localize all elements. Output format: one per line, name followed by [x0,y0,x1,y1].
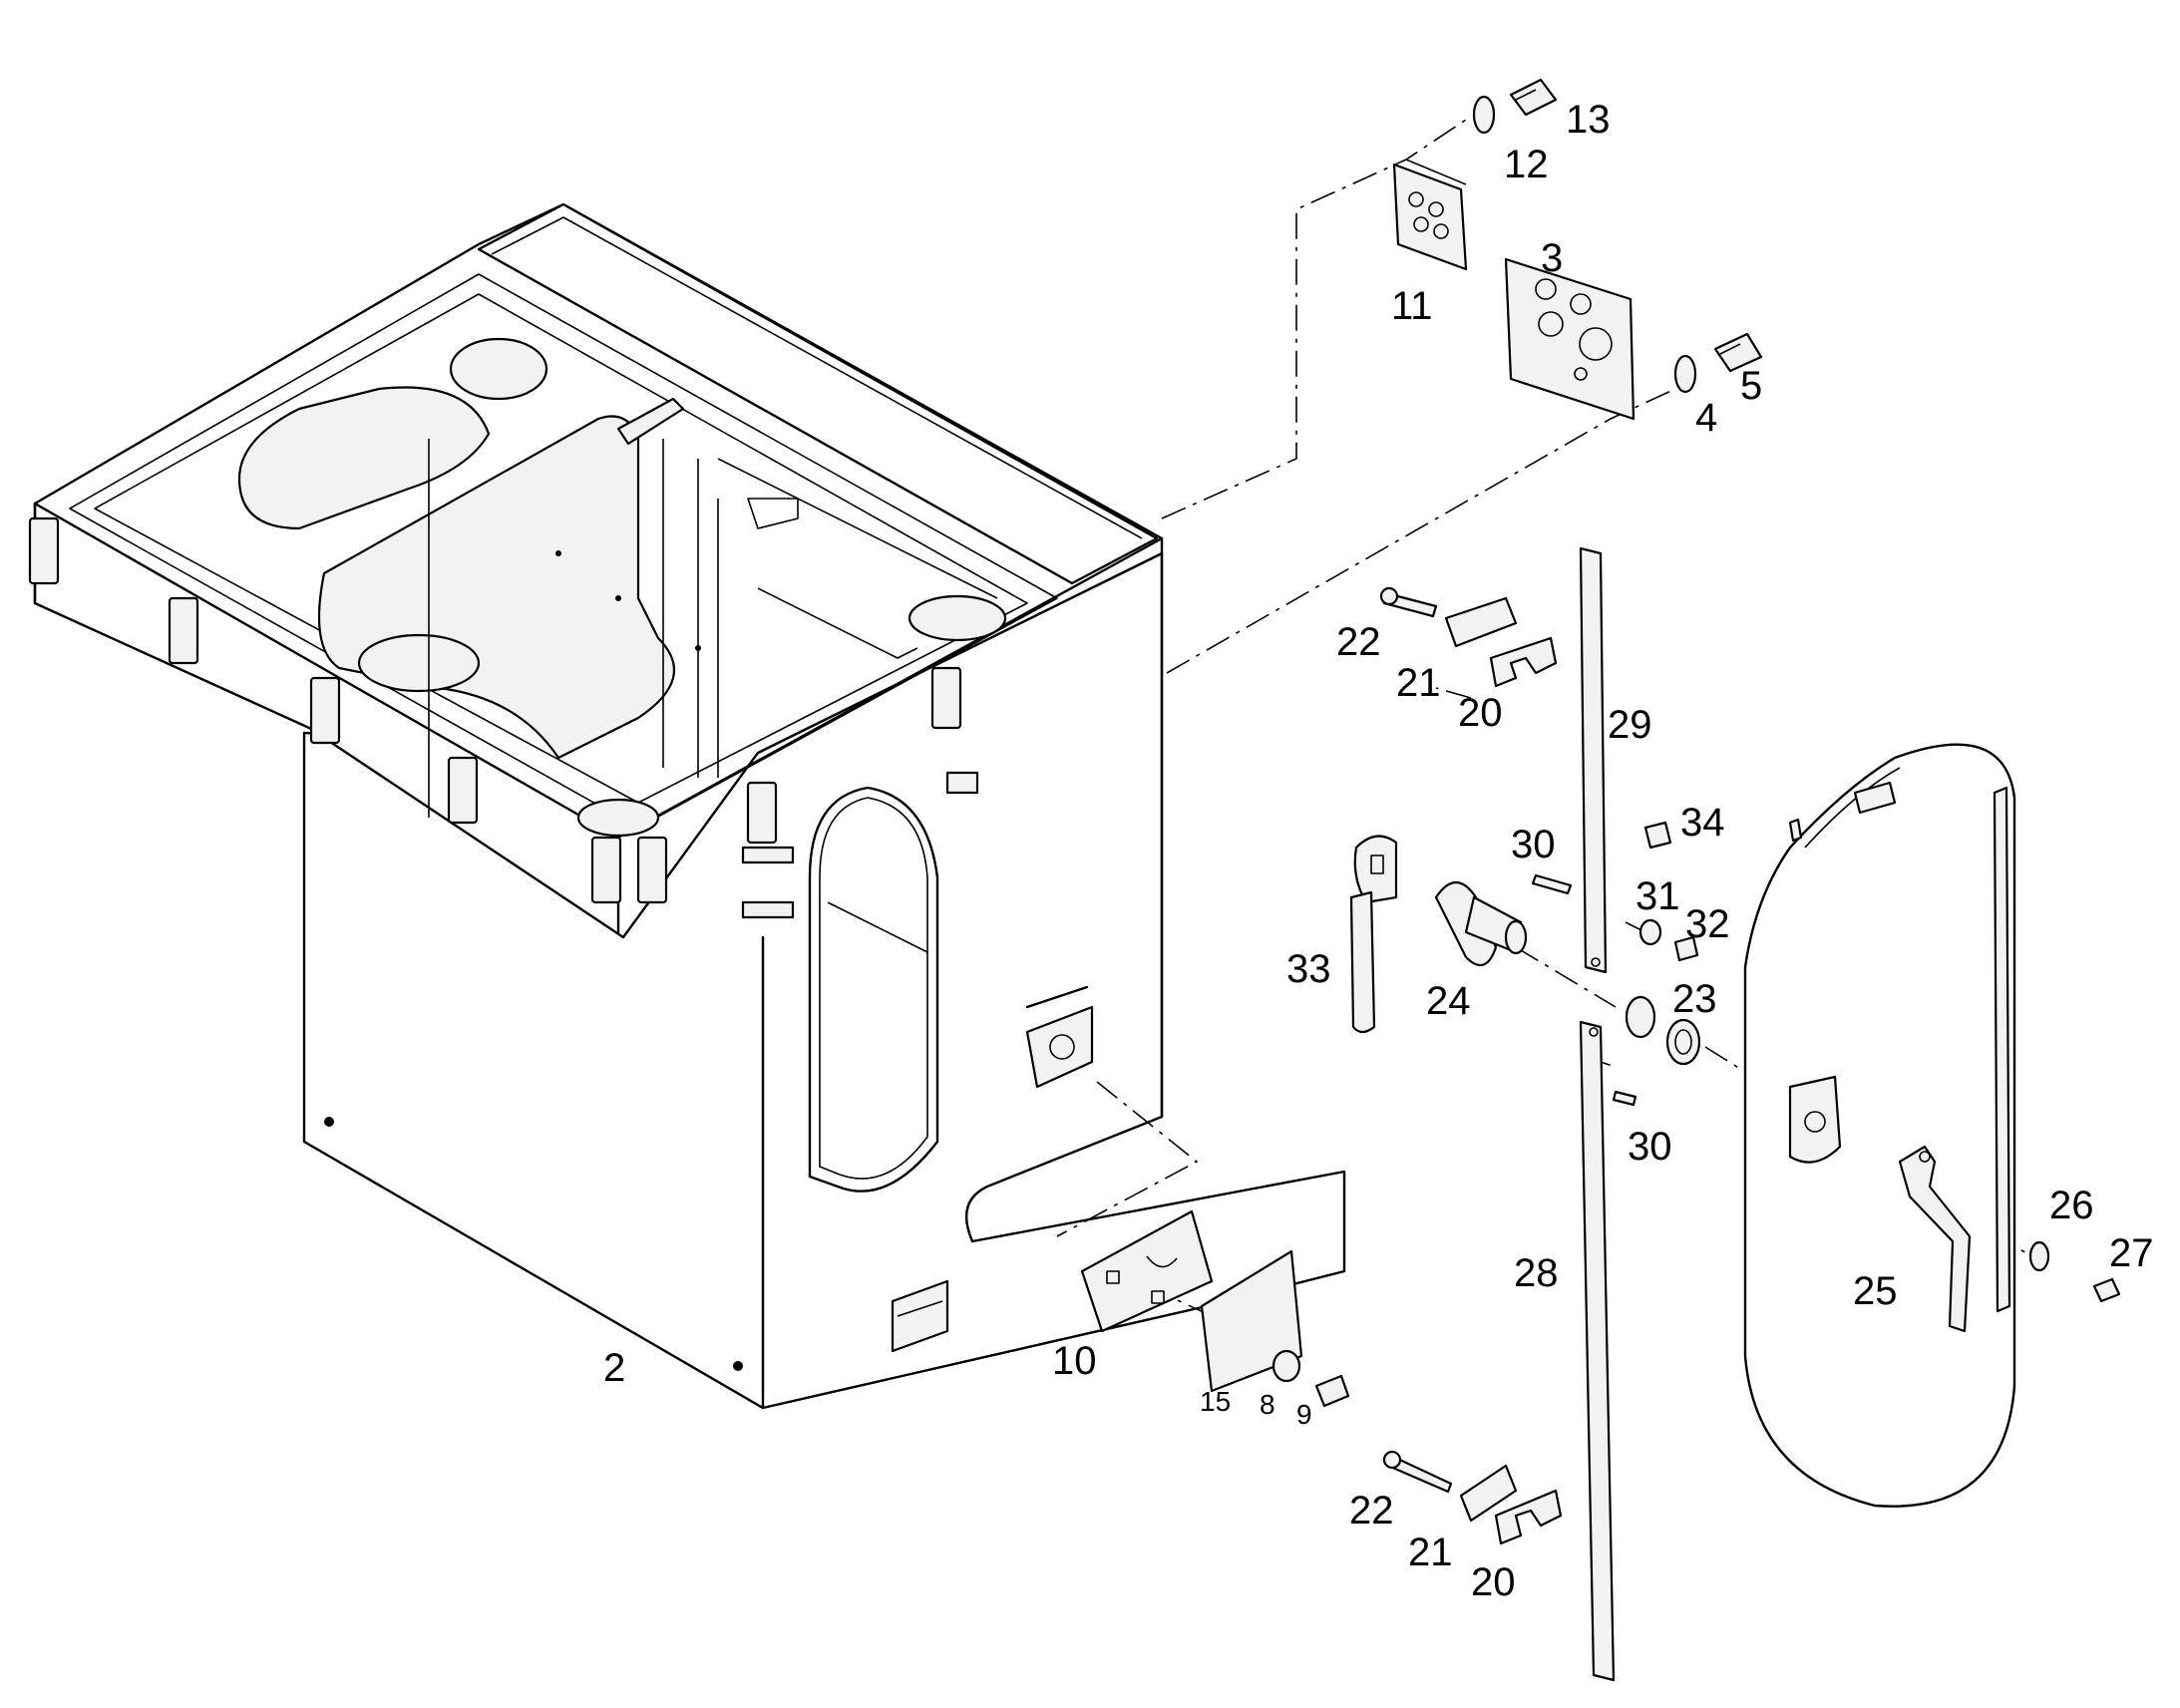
fasteners-top [1472,78,1763,394]
plate-part-11 [1392,159,1468,271]
callout-33: 33 [1286,947,1331,991]
callout-20-top: 20 [1458,691,1503,735]
plate-part-3 [1504,257,1635,421]
callout-2: 2 [603,1346,625,1390]
latch-bracket-bottom [1382,1450,1563,1545]
callout-12: 12 [1504,143,1549,186]
callout-30-top: 30 [1511,823,1556,866]
callout-26: 26 [2049,1184,2094,1227]
cover-plates-10-15 [1080,1209,1350,1408]
handle-part-33 [1349,835,1398,1034]
callout-8: 8 [1260,1389,1275,1420]
callout-10: 10 [1052,1339,1097,1383]
callout-22-top: 22 [1336,620,1381,664]
callout-30-bottom: 30 [1628,1125,1672,1169]
fasteners-31-32-34 [1638,821,1699,962]
door-panel [1743,743,2016,1508]
callout-24: 24 [1426,979,1471,1023]
pins-30 [1531,873,1637,1107]
bushing-part-23 [1625,995,1701,1066]
callout-20-bottom: 20 [1471,1560,1516,1604]
callout-32: 32 [1685,902,1730,946]
callout-11: 11 [1391,284,1433,328]
callout-21-top: 21 [1396,661,1441,705]
callout-29: 29 [1608,703,1652,747]
fasteners-26-27 [2028,1240,2121,1303]
latch-bracket-top [1379,586,1558,688]
housing-part-2 [28,202,1346,1410]
callout-34: 34 [1680,801,1725,845]
callout-labels: 2 3 4 5 8 9 10 11 12 13 15 20 20 21 21 2… [603,98,2154,1604]
callout-13: 13 [1566,98,1611,142]
callout-28: 28 [1514,1251,1559,1295]
callout-5: 5 [1740,364,1762,408]
callout-25: 25 [1853,1269,1898,1313]
callout-9: 9 [1296,1399,1312,1430]
callout-27: 27 [2109,1231,2154,1275]
shaft-part-24 [1434,880,1528,967]
callout-3: 3 [1541,236,1563,280]
callout-23: 23 [1672,977,1717,1021]
callout-22-bottom: 22 [1349,1489,1394,1533]
callout-4: 4 [1695,396,1717,440]
rods-28-29 [1579,546,1616,1682]
callout-15: 15 [1200,1386,1231,1417]
callout-31: 31 [1635,874,1680,918]
callout-21-bottom: 21 [1408,1531,1453,1574]
